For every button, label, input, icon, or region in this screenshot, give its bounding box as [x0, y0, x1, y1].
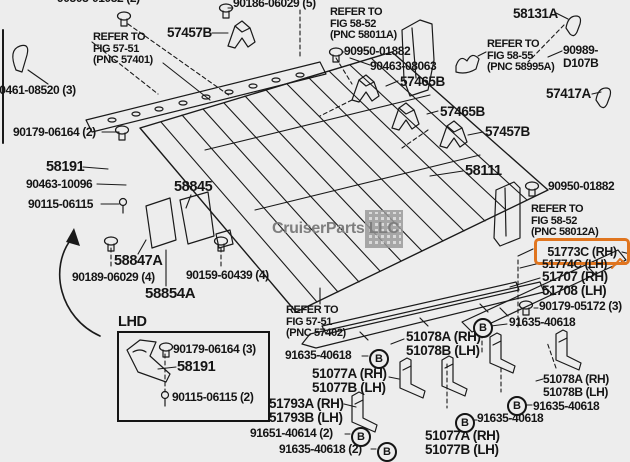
part-label-57417a: 57417A	[546, 86, 591, 101]
part-label-lhd-90179: 90179-06164 (3)	[173, 342, 256, 356]
side-rail	[85, 61, 327, 133]
watermark-qr-code	[365, 210, 403, 248]
clip-icon	[12, 15, 612, 109]
lhd-title: LHD	[118, 314, 147, 330]
bracket-plate-icon	[145, 191, 234, 249]
part-label-57457b-right: 57457B	[485, 124, 530, 139]
lhd-inset-box	[117, 331, 270, 422]
part-label-51077-mid: 51077A (RH) 51077B (LH)	[312, 366, 387, 396]
ref-note-57402: REFER TO FIG 57-51 (PNC 57402)	[286, 304, 346, 340]
circled-b-marker: B	[377, 442, 397, 462]
part-label-lhd-58191: 58191	[177, 359, 216, 375]
circled-b-marker: B	[473, 318, 493, 338]
part-label-51707-51708: 51707 (RH) 51708 (LH)	[542, 269, 608, 299]
part-label-58854a: 58854A	[145, 285, 196, 302]
ref-note-58012a: REFER TO FIG 58-52 (PNC 58012A)	[531, 203, 599, 239]
circled-b-marker: B	[369, 349, 389, 369]
part-label-51774c: 51774C (LH)	[542, 257, 607, 271]
part-label-90505-01052: 90505-01052 (2)	[57, 0, 140, 5]
dashed-lines	[91, 9, 565, 409]
part-label-90189-06029: 90189-06029 (4)	[72, 270, 155, 284]
ref-note-58011a: REFER TO FIG 58-52 (PNC 58011A)	[330, 6, 397, 42]
ref-note-58995a: REFER TO FIG 58-55 (PNC 58995A)	[487, 38, 555, 74]
part-label-51773c[interactable]: 51773C (RH)	[547, 244, 617, 259]
part-label-90186-06029: 90186-06029 (5)	[233, 0, 316, 10]
part-label-51793: 51793A (RH) 51793B (LH)	[269, 396, 344, 426]
part-label-91651-40614: 91651-40614 (2)	[250, 426, 333, 440]
part-label-91635-br2: 91635-40618	[477, 411, 544, 425]
part-label-58191: 58191	[46, 159, 85, 175]
part-label-90989: 90989-D107B	[563, 43, 599, 70]
part-label-58845: 58845	[174, 179, 213, 195]
ref-note-57401: REFER TO FIG 57-51 (PNC 57401)	[93, 31, 153, 67]
part-label-57457b-top: 57457B	[167, 25, 212, 40]
circled-b-marker: B	[507, 396, 527, 416]
circled-b-marker: B	[455, 413, 475, 433]
highlighted-part-box[interactable]: 51773C (RH)	[534, 238, 630, 265]
channel-bracket-icon	[401, 19, 521, 247]
part-label-90950-01882-right: 90950-01882	[548, 179, 615, 193]
curved-arrow-icon	[58, 228, 101, 337]
lhd-bracket	[126, 339, 171, 383]
part-label-90179-06164-2: 90179-06164 (2)	[13, 125, 96, 139]
part-label-91635-right: 91635-40618	[509, 315, 576, 329]
part-label-58847a: 58847A	[114, 253, 163, 269]
part-label-90463-08063: 90463-08063	[370, 59, 437, 73]
part-label-90461-08520: 90461-08520 (3)	[0, 83, 76, 97]
part-label-51078-mid: 51078A (RH) 51078B (LH)	[406, 329, 481, 359]
floor-pan	[139, 51, 549, 313]
part-label-58111: 58111	[465, 163, 502, 179]
part-label-51078-br: 51078A (RH) 51078B (LH)	[543, 372, 609, 399]
part-label-57465b-1: 57465B	[400, 74, 445, 89]
sill-panel	[301, 249, 627, 349]
part-label-90115-06115: 90115-06115	[28, 197, 94, 211]
leader-lines	[27, 7, 630, 450]
part-label-90159-60439: 90159-60439 (4)	[186, 268, 269, 282]
part-label-90463-10096: 90463-10096	[26, 177, 93, 191]
part-label-51077-bottom: 51077A (RH) 51077B (LH)	[425, 428, 500, 458]
part-label-90950-01882-top: 90950-01882	[344, 44, 411, 58]
watermark-text: CruiserParts LLC	[272, 220, 399, 237]
part-label-91635-br1: 91635-40618	[533, 399, 600, 413]
part-label-91635-left: 91635-40618	[285, 348, 352, 362]
part-label-lhd-90115: 90115-06115 (2)	[172, 390, 254, 404]
part-label-58131a: 58131A	[513, 6, 558, 21]
part-label-91635-40618-2: 91635-40618 (2)	[279, 442, 362, 456]
part-label-57465b-2: 57465B	[440, 104, 485, 119]
circled-b-marker: B	[351, 427, 371, 447]
part-label-90179-05172: 90179-05172 (3)	[539, 299, 622, 313]
